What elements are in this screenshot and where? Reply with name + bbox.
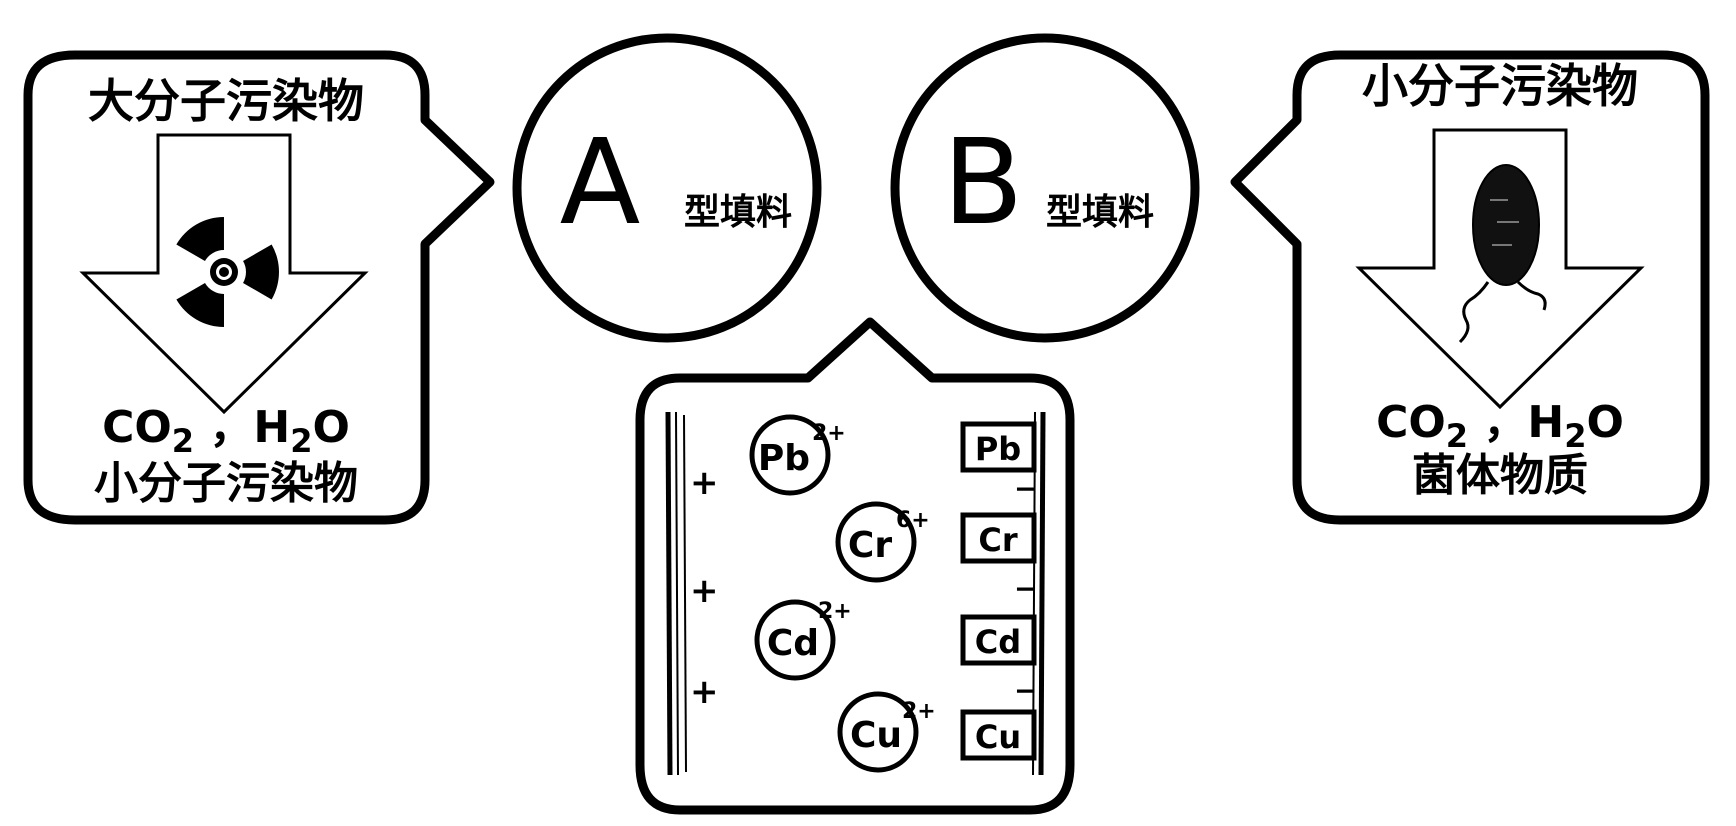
wall-charge-minus-3: − <box>1014 674 1037 707</box>
ion-cr-symbol: Cr <box>848 525 892 566</box>
circle-a-letter: A <box>560 113 641 251</box>
left-membrane-wall <box>665 411 687 776</box>
circle-b-packing: B 型填料 <box>890 33 1200 343</box>
bound-cd: Cd <box>960 614 1037 666</box>
bound-cd-symbol: Cd <box>975 623 1021 661</box>
right-callout-title: 小分子污染物 <box>1362 59 1638 113</box>
circle-a-outline <box>512 33 822 343</box>
bound-pb-symbol: Pb <box>975 430 1021 468</box>
circle-a-packing: A 型填料 <box>512 33 822 343</box>
left-product-label: 小分子污染物 <box>94 458 358 509</box>
wall-charge-plus-2: + <box>690 571 719 611</box>
left-callout-panel: 大分子污染物 CO2 ，H2O 小分子污染物 <box>23 50 495 525</box>
right-product-formula: CO2 ，H2O <box>1376 397 1624 455</box>
ion-cu-charge: 2+ <box>902 699 936 724</box>
bacterium-icon <box>1458 164 1547 344</box>
wall-charge-minus-1: − <box>1014 472 1037 505</box>
right-callout-panel: 小分子污染物 CO2 ，H2O 菌体物质 <box>1230 50 1710 525</box>
bound-cr-symbol: Cr <box>978 521 1017 559</box>
ion-cr: Cr 6+ <box>835 501 930 583</box>
left-product-formula: CO2 ，H2O <box>102 402 350 460</box>
ion-cd: Cd 2+ <box>754 599 852 681</box>
ion-pb: Pb 2+ <box>749 414 846 496</box>
ion-pb-charge: 2+ <box>812 421 846 446</box>
circle-b-caption: 型填料 <box>1046 192 1154 233</box>
circle-b-letter: B <box>943 113 1024 251</box>
bound-cu: Cu <box>960 709 1037 761</box>
bound-cr: Cr <box>960 512 1037 564</box>
left-callout-title: 大分子污染物 <box>88 74 364 128</box>
bottom-callout-panel: + + + − − − Pb 2+ Cr 6+ Cd 2+ Cu <box>635 317 1075 815</box>
wall-charge-plus-3: + <box>690 672 719 712</box>
right-product-label: 菌体物质 <box>1412 450 1588 501</box>
ion-cr-charge: 6+ <box>896 508 930 533</box>
ion-cu: Cu 2+ <box>837 691 936 773</box>
circle-b-outline <box>890 33 1200 343</box>
ion-cu-symbol: Cu <box>850 715 902 756</box>
radiation-hazard-icon <box>176 217 279 327</box>
bound-pb: Pb <box>960 421 1037 473</box>
ion-cd-charge: 2+ <box>818 599 852 624</box>
bound-cu-symbol: Cu <box>975 718 1021 756</box>
circle-a-caption: 型填料 <box>684 192 792 233</box>
ion-cd-symbol: Cd <box>767 623 819 664</box>
wall-charge-plus-1: + <box>690 463 719 503</box>
ion-pb-symbol: Pb <box>758 438 810 479</box>
wall-charge-minus-2: − <box>1014 572 1037 605</box>
